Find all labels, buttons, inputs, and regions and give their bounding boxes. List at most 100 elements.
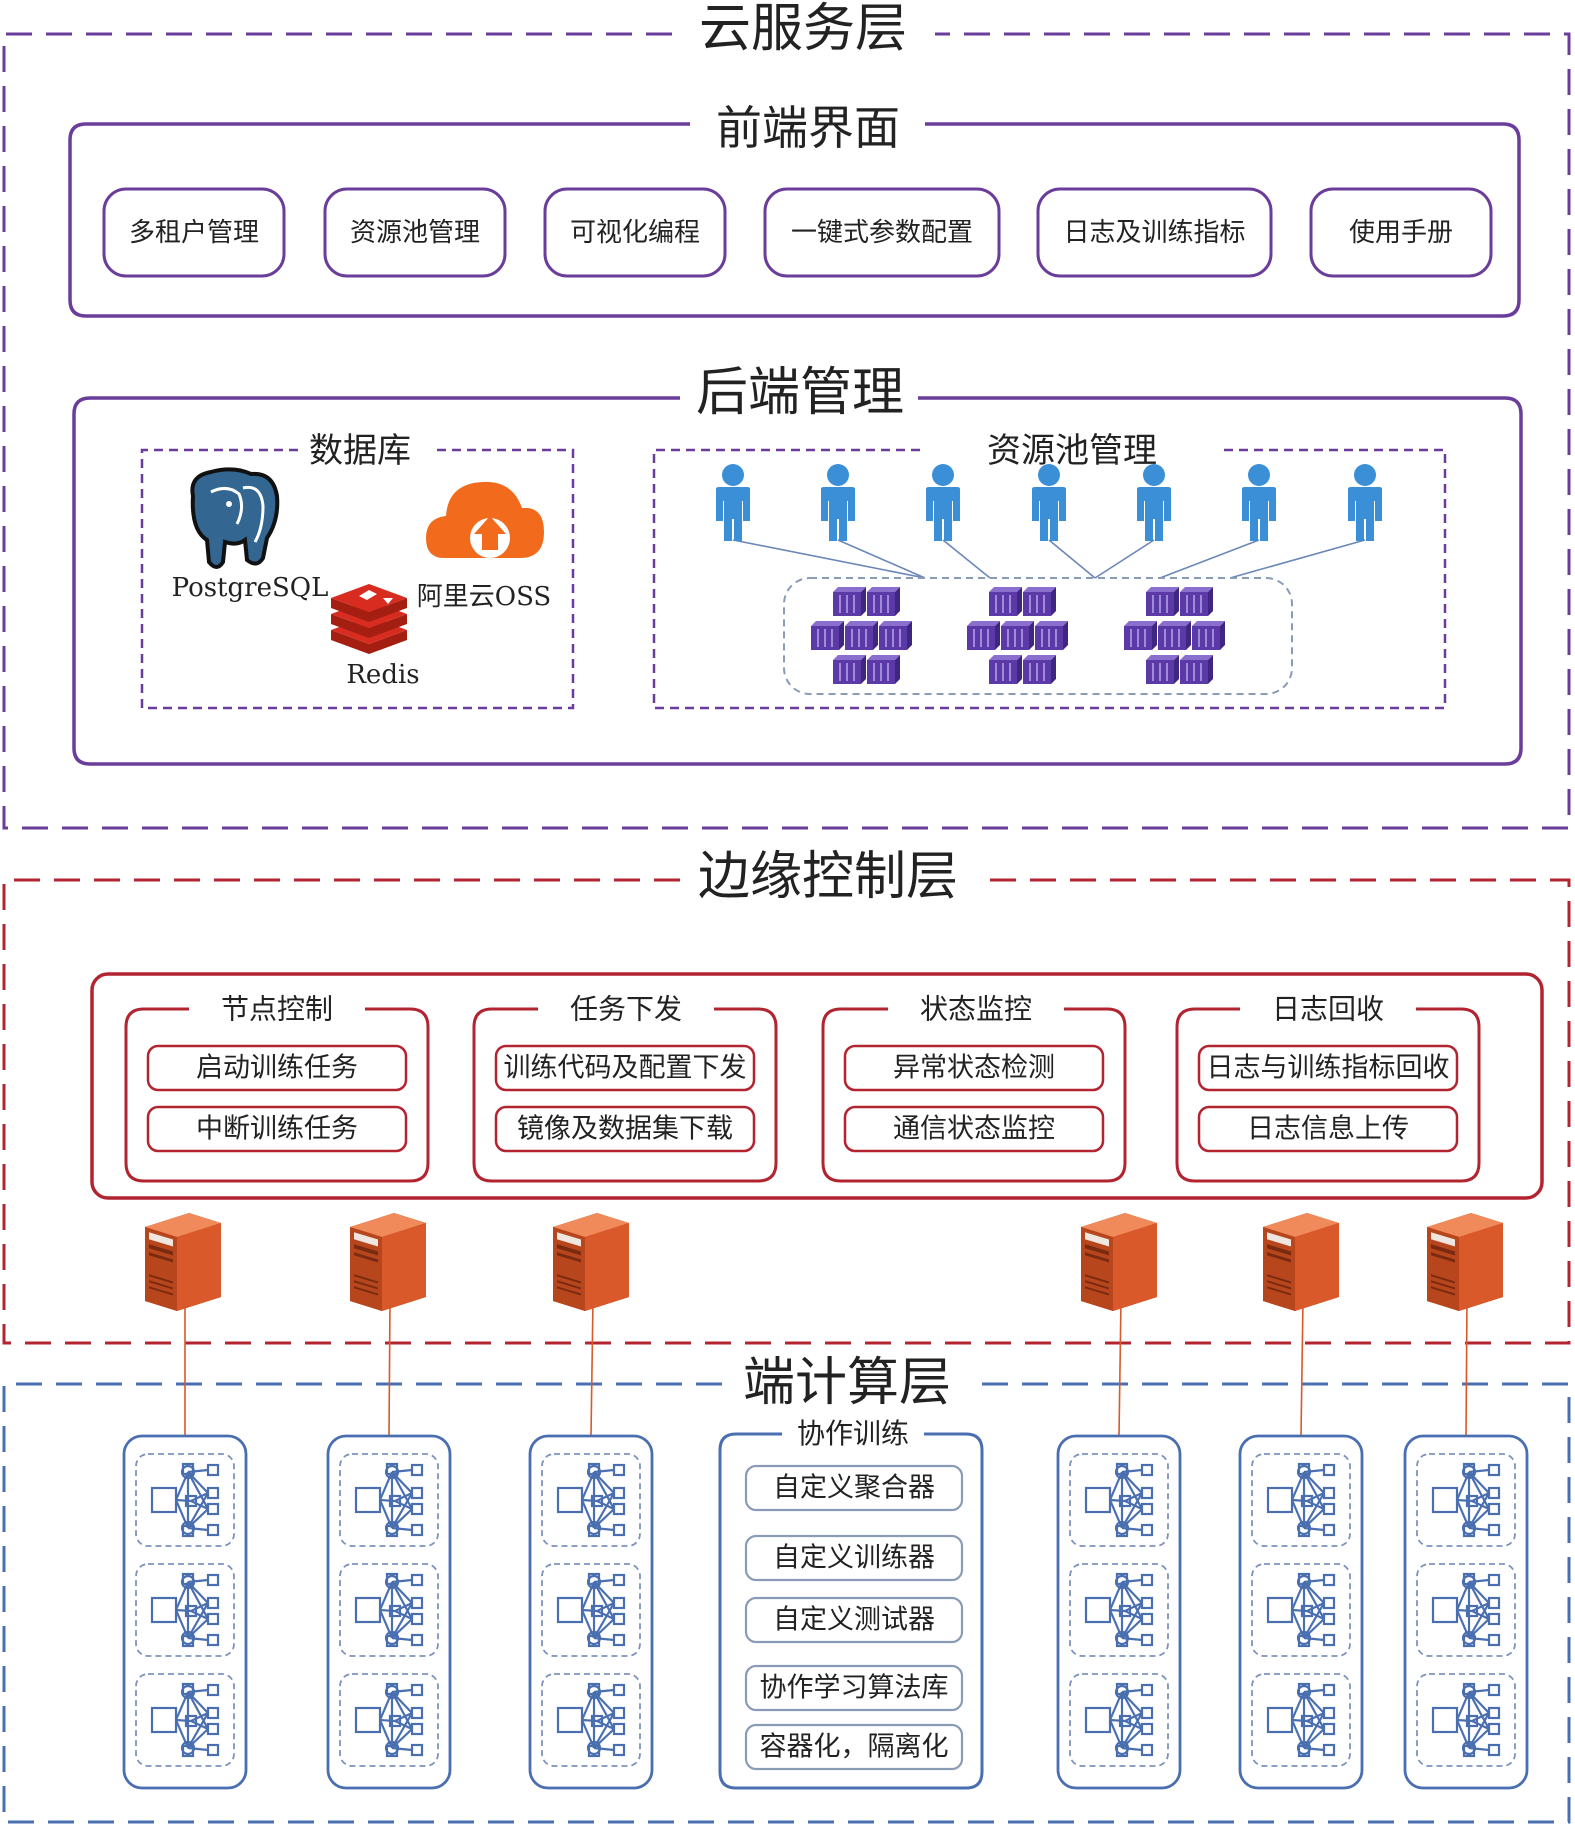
user-connection-line bbox=[732, 539, 926, 579]
frontend-title: 前端界面 bbox=[716, 101, 900, 155]
collab-item-label: 容器化，隔离化 bbox=[760, 1732, 949, 1763]
collab-item-button[interactable]: 自定义测试器 bbox=[744, 1596, 964, 1644]
edge-group-title: 状态监控 bbox=[920, 993, 1032, 1026]
frontend-button-1[interactable]: 多租户管理 bbox=[102, 187, 286, 278]
frontend-button-label: 资源池管理 bbox=[350, 218, 480, 248]
user-icon bbox=[1032, 464, 1066, 541]
user-icon bbox=[1348, 464, 1382, 541]
device-column bbox=[1056, 1434, 1182, 1790]
aliyun-oss-logo bbox=[426, 481, 544, 558]
collab-item-label: 自定义聚合器 bbox=[773, 1473, 935, 1504]
database-title: 数据库 bbox=[309, 431, 411, 471]
container-cube-icon bbox=[810, 620, 845, 651]
edge-group-title: 日志回收 bbox=[1272, 993, 1384, 1026]
container-cube-icon bbox=[988, 654, 1023, 685]
collab-item-label: 协作学习算法库 bbox=[760, 1673, 949, 1704]
device-columns bbox=[122, 1434, 1529, 1790]
device-column bbox=[528, 1434, 654, 1790]
device-column bbox=[1403, 1434, 1529, 1790]
user-icon bbox=[926, 464, 960, 541]
collab-item-button[interactable]: 自定义聚合器 bbox=[744, 1464, 964, 1512]
container-cube-icon bbox=[1145, 586, 1180, 617]
edge-task-button[interactable]: 异常状态检测 bbox=[843, 1044, 1105, 1092]
edge-task-button[interactable]: 训练代码及配置下发 bbox=[494, 1044, 756, 1092]
resource-pool-title: 资源池管理 bbox=[987, 431, 1157, 471]
container-cube-icon bbox=[1034, 620, 1069, 651]
postgresql-logo bbox=[190, 467, 280, 569]
redis-logo bbox=[331, 584, 407, 654]
collab-item-label: 自定义训练器 bbox=[773, 1543, 935, 1574]
frontend-button-label: 多租户管理 bbox=[129, 218, 259, 248]
container-cube-icon bbox=[1179, 586, 1214, 617]
collab-title: 协作训练 bbox=[797, 1417, 909, 1450]
container-cube-icon bbox=[1145, 654, 1180, 685]
user-connection-lines bbox=[732, 539, 1366, 579]
frontend-button-label: 一键式参数配置 bbox=[791, 218, 973, 248]
frontend-button-3[interactable]: 可视化编程 bbox=[543, 187, 727, 278]
user-connection-line bbox=[1094, 539, 1155, 579]
edge-task-label: 中断训练任务 bbox=[196, 1114, 358, 1145]
user-connection-line bbox=[837, 539, 926, 579]
device-column bbox=[122, 1434, 248, 1790]
container-cube-icon bbox=[878, 620, 913, 651]
edge-server-icon bbox=[1081, 1213, 1157, 1311]
cloud-layer: 云服务层 前端界面 多租户管理资源池管理可视化编程一键式参数配置日志及训练指标使… bbox=[2, 0, 1571, 830]
collab-item-button[interactable]: 容器化，隔离化 bbox=[744, 1723, 964, 1771]
device-layer-title: 端计算层 bbox=[743, 1353, 951, 1413]
container-cube-icon bbox=[1157, 620, 1192, 651]
container-cube-icon bbox=[966, 620, 1001, 651]
edge-task-button[interactable]: 中断训练任务 bbox=[146, 1105, 408, 1153]
user-connection-line bbox=[942, 539, 991, 579]
frontend-button-5[interactable]: 日志及训练指标 bbox=[1036, 187, 1273, 278]
edge-control-box bbox=[90, 972, 1544, 1200]
user-icons bbox=[716, 464, 1382, 541]
edge-group-title: 任务下发 bbox=[570, 993, 682, 1026]
container-cube-icon bbox=[866, 586, 901, 617]
server-device-link bbox=[1300, 1299, 1304, 1437]
edge-task-button[interactable]: 镜像及数据集下载 bbox=[494, 1105, 756, 1153]
container-clusters bbox=[810, 586, 1226, 685]
edge-task-button[interactable]: 通信状态监控 bbox=[843, 1105, 1105, 1153]
container-cube-icon bbox=[832, 654, 867, 685]
edge-server-icon bbox=[1427, 1213, 1503, 1311]
edge-task-label: 训练代码及配置下发 bbox=[504, 1053, 747, 1084]
container-cluster bbox=[966, 586, 1069, 685]
collab-item-button[interactable]: 自定义训练器 bbox=[744, 1534, 964, 1582]
edge-layer-title: 边缘控制层 bbox=[698, 847, 958, 907]
server-device-link bbox=[590, 1299, 594, 1437]
edge-server-icon bbox=[145, 1213, 221, 1311]
frontend-button-label: 使用手册 bbox=[1349, 218, 1453, 248]
frontend-button-label: 可视化编程 bbox=[570, 218, 700, 248]
edge-server-icon bbox=[553, 1213, 629, 1311]
server-device-links bbox=[184, 1299, 1468, 1437]
edge-task-button[interactable]: 日志与训练指标回收 bbox=[1197, 1044, 1459, 1092]
aliyun-oss-label: 阿里云OSS bbox=[417, 582, 551, 612]
edge-task-button[interactable]: 日志信息上传 bbox=[1197, 1105, 1459, 1153]
frontend-button-6[interactable]: 使用手册 bbox=[1309, 187, 1493, 278]
backend-box bbox=[72, 396, 1523, 766]
edge-server-row bbox=[145, 1213, 1503, 1311]
device-layer-border bbox=[2, 1382, 1571, 1824]
frontend-button-4[interactable]: 一键式参数配置 bbox=[763, 187, 1001, 278]
edge-server-icon bbox=[350, 1213, 426, 1311]
frontend-button-2[interactable]: 资源池管理 bbox=[323, 187, 507, 278]
collab-box bbox=[718, 1432, 984, 1790]
edge-server-icon bbox=[1263, 1213, 1339, 1311]
container-cube-icon bbox=[1000, 620, 1035, 651]
container-cube-icon bbox=[1022, 586, 1057, 617]
edge-group-title: 节点控制 bbox=[221, 993, 333, 1026]
edge-task-label: 日志信息上传 bbox=[1247, 1114, 1409, 1145]
user-icon bbox=[716, 464, 750, 541]
edge-task-label: 启动训练任务 bbox=[196, 1053, 358, 1084]
user-connection-line bbox=[1229, 539, 1366, 579]
frontend-button-label: 日志及训练指标 bbox=[1063, 218, 1245, 248]
frontend-box bbox=[68, 122, 1521, 318]
collab-item-button[interactable]: 协作学习算法库 bbox=[744, 1664, 964, 1712]
edge-task-button[interactable]: 启动训练任务 bbox=[146, 1044, 408, 1092]
collab-item-label: 自定义测试器 bbox=[773, 1605, 935, 1636]
user-icon bbox=[821, 464, 855, 541]
